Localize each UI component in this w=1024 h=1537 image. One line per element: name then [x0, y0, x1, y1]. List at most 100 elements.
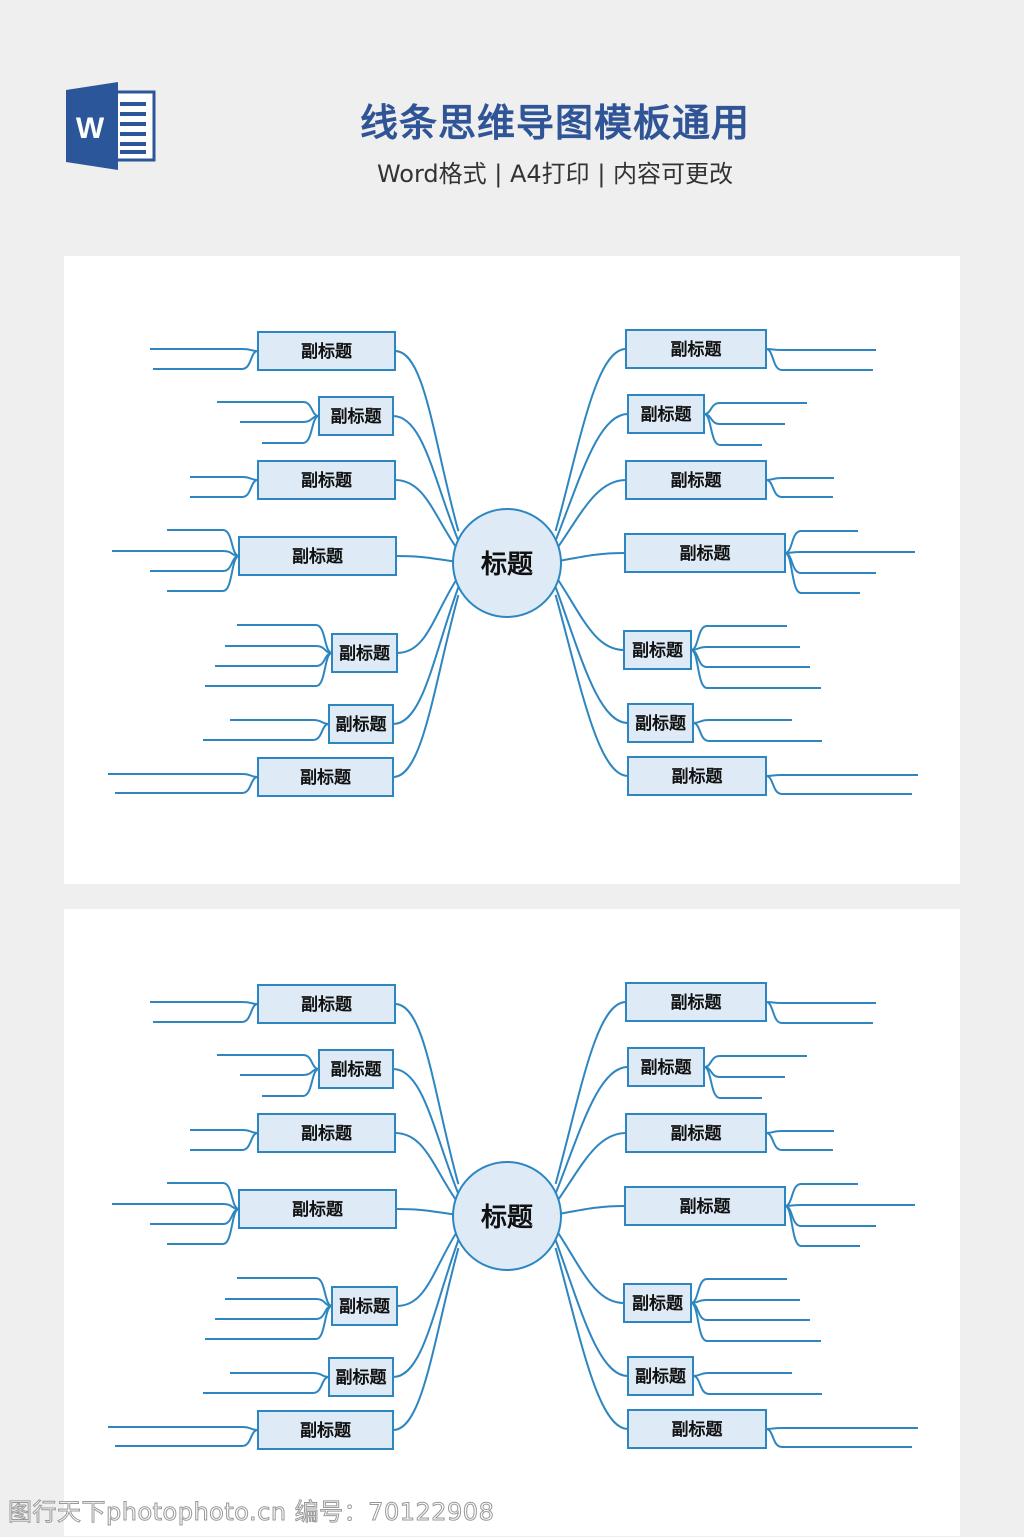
branch-line: [395, 555, 459, 563]
leaf-line: [217, 1054, 320, 1070]
leaf-line: [115, 1429, 259, 1447]
branch-line: [392, 1247, 460, 1431]
subtopic-box[interactable]: [627, 1409, 767, 1449]
subtopic-box[interactable]: [318, 396, 394, 436]
subtopic-label: 副标题: [641, 404, 693, 425]
subtopic-box[interactable]: [625, 460, 767, 500]
leaf-line: [167, 555, 240, 592]
subtopic-box[interactable]: [257, 460, 396, 500]
subtopic-box[interactable]: [627, 1356, 694, 1396]
subtopic-label: 副标题: [336, 714, 388, 735]
leaf-line: [690, 1302, 810, 1321]
leaf-line: [765, 1427, 918, 1430]
subtopic-label: 副标题: [635, 713, 687, 734]
page-subtitle: Word格式 | A4打印 | 内容可更改: [376, 160, 734, 188]
leaf-line: [703, 402, 807, 415]
leaf-line: [215, 652, 333, 667]
subtopic-box[interactable]: [624, 1186, 786, 1226]
central-topic[interactable]: [452, 1161, 562, 1271]
subtopic-label: 副标题: [671, 339, 723, 360]
branch-line: [392, 1239, 460, 1378]
subtopic-box[interactable]: [238, 536, 397, 576]
subtopic-box[interactable]: [257, 1410, 394, 1450]
leaf-line: [225, 1298, 333, 1307]
leaf-line: [237, 624, 333, 654]
branch-line: [554, 1247, 629, 1430]
leaf-line: [784, 530, 858, 554]
leaf-line: [217, 401, 320, 417]
subtopic-box[interactable]: [623, 630, 692, 670]
leaf-line: [690, 646, 800, 651]
branch-line: [555, 1205, 626, 1216]
subtopic-box[interactable]: [627, 394, 705, 434]
subtopic-box[interactable]: [238, 1189, 397, 1229]
leaf-line: [765, 1130, 834, 1134]
leaf-line: [203, 723, 330, 741]
leaf-line: [690, 649, 810, 668]
subtopic-box[interactable]: [257, 331, 396, 371]
branch-line: [554, 586, 629, 724]
subtopic-label: 副标题: [301, 1123, 353, 1144]
subtopic-label: 副标题: [680, 543, 732, 564]
branch-line: [392, 586, 460, 725]
subtopic-box[interactable]: [625, 1113, 767, 1153]
subtopic-label: 副标题: [331, 406, 383, 427]
subtopic-label: 副标题: [632, 1293, 684, 1314]
subtopic-label: 副标题: [339, 643, 391, 664]
central-topic[interactable]: [452, 508, 562, 618]
subtopic-label: 副标题: [292, 546, 344, 567]
leaf-line: [690, 1299, 800, 1304]
subtopic-box[interactable]: [627, 756, 767, 796]
subtopic-box[interactable]: [627, 703, 694, 743]
leaf-line: [692, 1372, 792, 1377]
leaf-line: [240, 415, 320, 423]
leaf-line: [703, 1055, 807, 1068]
leaf-line: [784, 552, 876, 574]
subtopic-label: 副标题: [301, 994, 353, 1015]
subtopic-box[interactable]: [257, 984, 396, 1024]
subtopic-box[interactable]: [625, 982, 767, 1022]
leaf-line: [112, 1203, 240, 1210]
leaf-line: [190, 1132, 259, 1151]
leaf-line: [765, 348, 873, 371]
branch-line: [394, 479, 460, 552]
branch-line: [554, 1132, 627, 1205]
subtopic-box[interactable]: [328, 1357, 394, 1397]
subtopic-box[interactable]: [331, 633, 398, 673]
mindmap-diagram: 副标题副标题副标题副标题副标题副标题副标题副标题副标题副标题副标题副标题副标题副…: [108, 982, 918, 1450]
branch-line: [396, 1228, 460, 1307]
subtopic-box[interactable]: [627, 1047, 705, 1087]
branch-line: [395, 1208, 459, 1216]
leaf-line: [703, 413, 785, 425]
leaf-line: [215, 1305, 333, 1320]
subtopic-box[interactable]: [331, 1286, 398, 1326]
leaf-line: [692, 719, 792, 724]
leaf-line: [784, 1183, 858, 1207]
leaf-line: [150, 1001, 259, 1005]
subtopic-label: 副标题: [300, 1420, 352, 1441]
leaf-line: [765, 1001, 876, 1004]
subtopic-label: 副标题: [336, 1367, 388, 1388]
central-topic-label: 标题: [481, 1203, 533, 1233]
subtopic-box[interactable]: [328, 704, 394, 744]
watermark: 图行天下photophoto.cn 编号：70122908: [7, 1498, 495, 1527]
subtopic-box[interactable]: [624, 533, 786, 573]
subtopic-box[interactable]: [625, 329, 767, 369]
subtopic-label: 副标题: [672, 1419, 724, 1440]
subtopic-box[interactable]: [318, 1049, 394, 1089]
leaf-line: [703, 1066, 762, 1099]
subtopic-box[interactable]: [257, 1113, 396, 1153]
subtopic-label: 副标题: [671, 992, 723, 1013]
subtopic-label: 副标题: [331, 1059, 383, 1080]
subtopic-box[interactable]: [623, 1283, 692, 1323]
subtopic-label: 副标题: [680, 1196, 732, 1217]
branch-line: [394, 1132, 460, 1205]
branch-line: [396, 575, 460, 654]
leaf-line: [190, 1129, 259, 1134]
leaf-line: [765, 1132, 833, 1151]
leaf-line: [692, 1375, 822, 1395]
leaf-line: [150, 555, 240, 572]
leaf-line: [784, 1204, 915, 1207]
leaf-line: [205, 652, 333, 687]
subtopic-box[interactable]: [257, 757, 394, 797]
